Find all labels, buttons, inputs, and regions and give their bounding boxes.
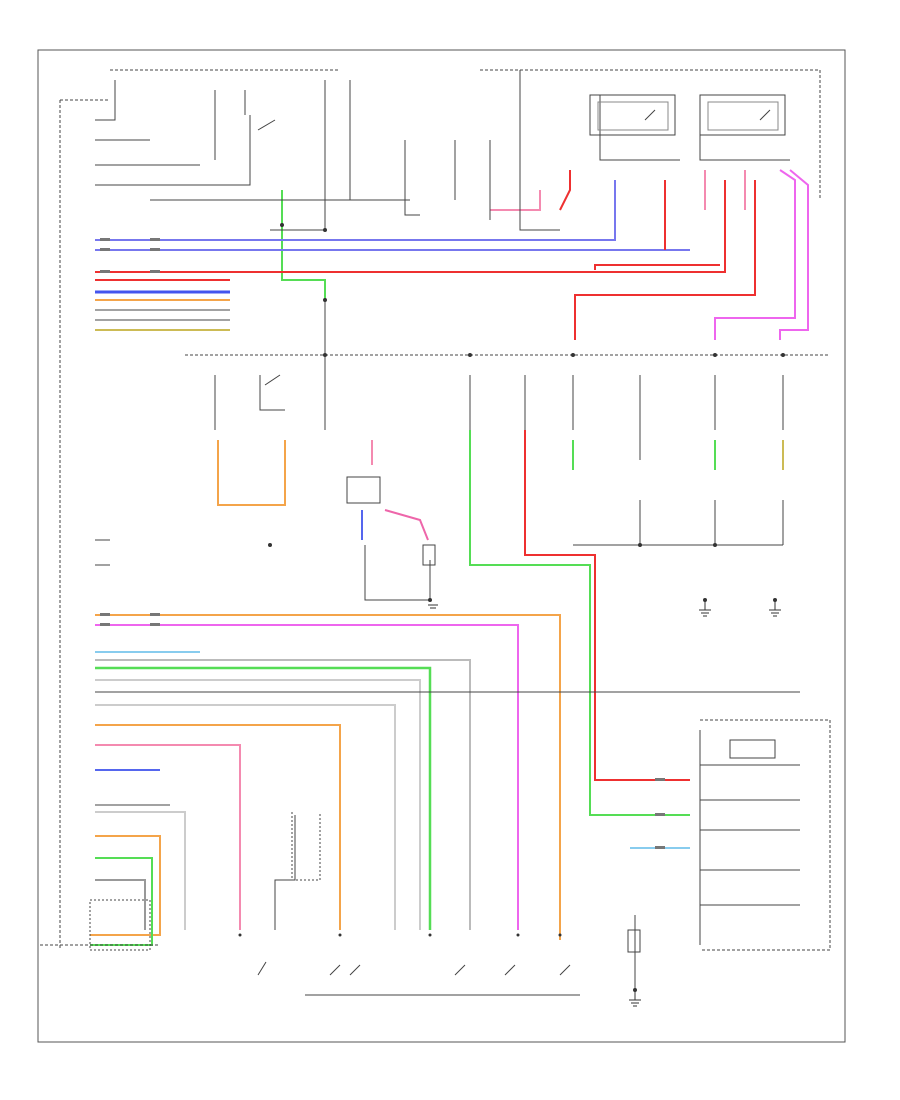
relay-inner-2 (707, 101, 779, 131)
components (89, 94, 786, 976)
wire-green-3 (572, 440, 716, 470)
diagram-frame (37, 49, 846, 1043)
wire-orange-3 (95, 614, 561, 940)
wire-magenta-1 (714, 169, 796, 340)
wire-green-main (281, 190, 326, 300)
unit-box-1 (346, 476, 381, 504)
wire-green-2 (469, 430, 690, 816)
connector-block (89, 899, 151, 951)
wire-red-1 (95, 180, 726, 273)
unit-box-3 (627, 929, 641, 953)
wire-gray-3 (95, 704, 396, 930)
black-wires (95, 70, 800, 996)
wire-red-3 (574, 180, 756, 340)
wire-gray-2 (95, 679, 421, 930)
wire-pink-2 (490, 190, 541, 211)
wire-pink-3 (704, 170, 746, 210)
junctions (238, 223, 785, 992)
wire-orange-5 (90, 835, 161, 936)
wire-green-4 (95, 666, 432, 930)
bus-lines (40, 69, 831, 951)
wire-magenta-3 (95, 624, 519, 930)
unit-box-2 (422, 544, 436, 566)
wire-gray-4 (95, 811, 186, 930)
wire-magenta-2 (779, 169, 809, 340)
colored-wires (90, 169, 809, 946)
ground-symbols (428, 600, 781, 1007)
relay-box-1 (589, 94, 676, 136)
module-box-1 (729, 739, 776, 759)
wire-green-5 (90, 857, 153, 946)
wire-gray-5 (95, 879, 146, 930)
wire-pink-5 (384, 509, 429, 541)
relay-inner-1 (597, 101, 669, 131)
wire-gray-1 (95, 659, 471, 930)
pin-marks (100, 238, 665, 849)
wire-pink-6 (95, 744, 241, 930)
wire-red-6 (524, 430, 690, 781)
relay-box-2 (699, 94, 786, 136)
wire-orange-2 (217, 440, 286, 506)
wire-red-5 (559, 170, 571, 211)
wire-red-4 (594, 264, 720, 270)
wire-orange-4 (95, 724, 341, 930)
wire-blue-1 (95, 180, 616, 241)
